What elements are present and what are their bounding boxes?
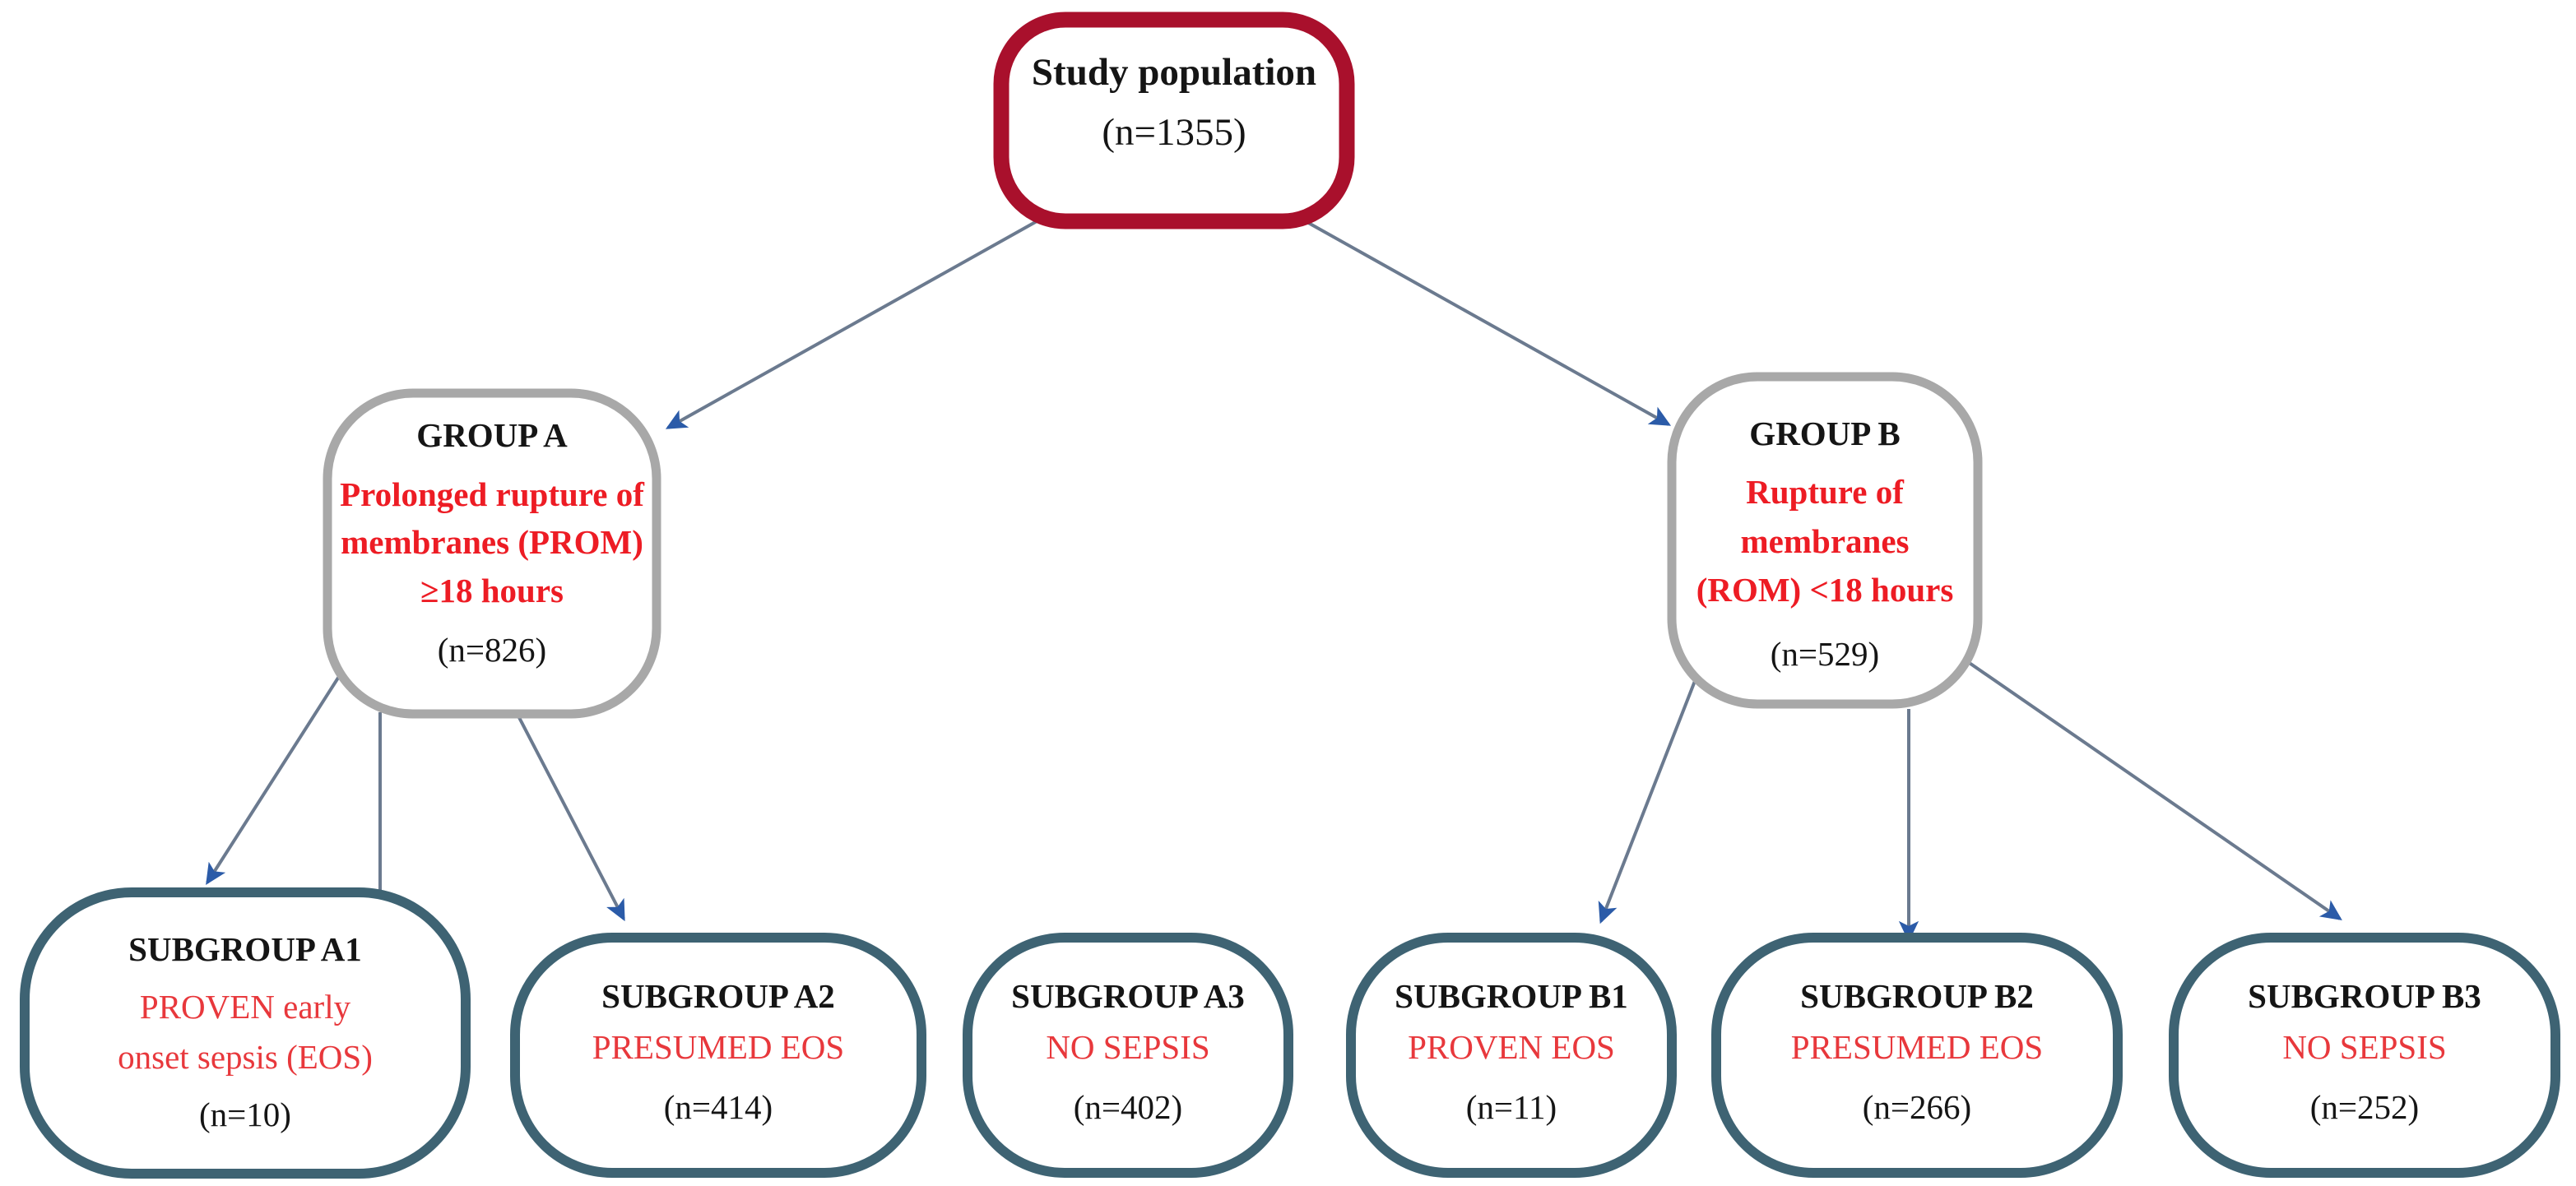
- edge-group-b-to-subgroup-b3: [1961, 656, 2342, 920]
- node-shape-study-population[interactable]: [993, 12, 1355, 229]
- edge-group-b-to-subgroup-b1: [1598, 661, 1704, 924]
- node-shape-subgroup-b3[interactable]: [2169, 933, 2560, 1178]
- edge-group-a-to-subgroup-a1: [206, 665, 347, 885]
- node-shape-group-b[interactable]: [1667, 372, 1983, 709]
- node-shape-group-a[interactable]: [323, 388, 661, 719]
- node-shape-subgroup-a2[interactable]: [510, 933, 926, 1178]
- node-shape-subgroup-b1[interactable]: [1346, 933, 1677, 1178]
- node-shape-subgroup-b2[interactable]: [1711, 933, 2123, 1178]
- edge-study-to-group-a: [665, 219, 1039, 429]
- node-shape-subgroup-a3[interactable]: [963, 933, 1293, 1178]
- node-shape-subgroup-a1[interactable]: [20, 887, 471, 1179]
- edge-study-to-group-b: [1303, 219, 1672, 426]
